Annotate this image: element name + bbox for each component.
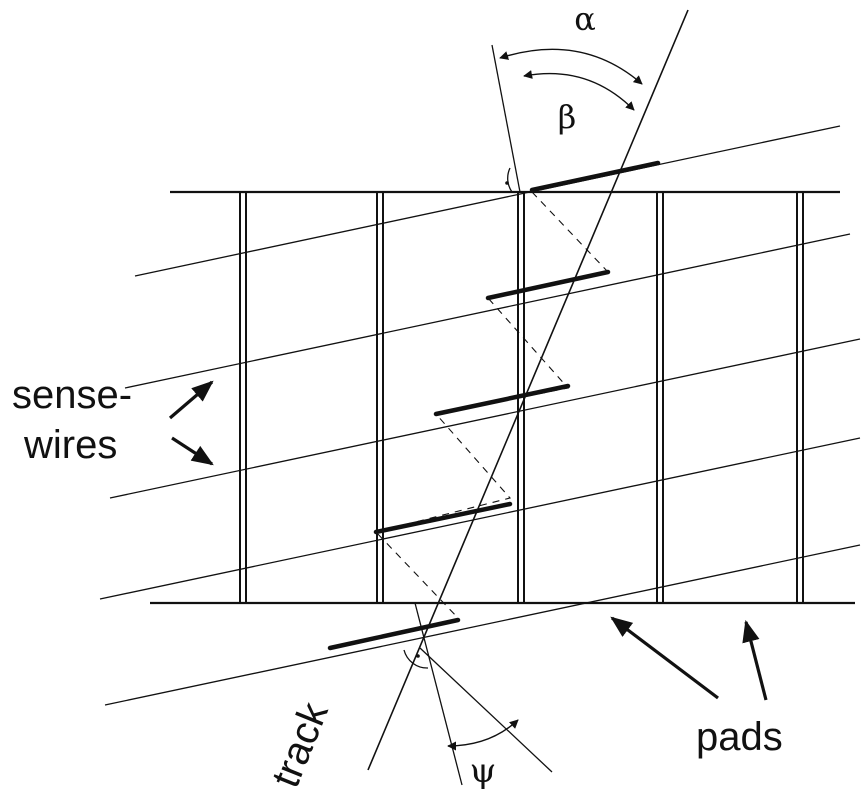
sense-wires-label-line1: sense- bbox=[12, 373, 132, 417]
pad-arrow-left bbox=[610, 616, 719, 700]
beta-arc bbox=[523, 70, 635, 111]
charge-segment bbox=[373, 501, 513, 535]
psi-arc bbox=[447, 719, 519, 751]
reference-line-top bbox=[491, 44, 521, 193]
alpha-arc bbox=[499, 48, 643, 85]
track-line bbox=[367, 9, 689, 771]
pad-column bbox=[656, 192, 664, 603]
beta-label: β bbox=[558, 98, 577, 136]
charge-segment bbox=[433, 383, 571, 417]
right-angle-mark-bottom bbox=[403, 649, 429, 669]
charge-segment bbox=[327, 617, 461, 651]
pads-label: pads bbox=[696, 715, 783, 759]
sense-wire bbox=[109, 338, 861, 499]
track-label: track bbox=[264, 696, 338, 793]
sense-wire bbox=[134, 125, 841, 277]
sense-wire bbox=[104, 544, 861, 706]
chamber-boundaries bbox=[150, 190, 855, 605]
pad-column bbox=[239, 192, 247, 603]
sense-wires bbox=[99, 125, 861, 706]
sense-wire-arrow-lower bbox=[171, 436, 214, 466]
psi-reference-line bbox=[414, 602, 463, 786]
psi-label: ψ bbox=[470, 751, 497, 791]
pointer-arrows bbox=[168, 380, 768, 701]
pad-column bbox=[796, 192, 804, 603]
sense-wire bbox=[99, 437, 861, 600]
charge-segment bbox=[529, 160, 661, 193]
right-angle-marks bbox=[403, 167, 513, 669]
charge-segment bbox=[485, 269, 611, 301]
charge-segments bbox=[327, 160, 661, 651]
alpha-label: α bbox=[574, 0, 596, 38]
drift-paths bbox=[374, 191, 610, 619]
sense-wire-arrow-upper bbox=[168, 380, 214, 420]
sense-wire bbox=[124, 233, 851, 389]
right-angle-mark-top bbox=[507, 167, 513, 193]
sense-wires-label-line2: wires bbox=[23, 423, 117, 467]
pad-column bbox=[376, 192, 384, 603]
angle-arcs bbox=[447, 48, 643, 751]
wire-normal-line bbox=[419, 647, 553, 773]
pad-columns bbox=[239, 192, 804, 603]
pad-arrow-right bbox=[742, 619, 768, 701]
